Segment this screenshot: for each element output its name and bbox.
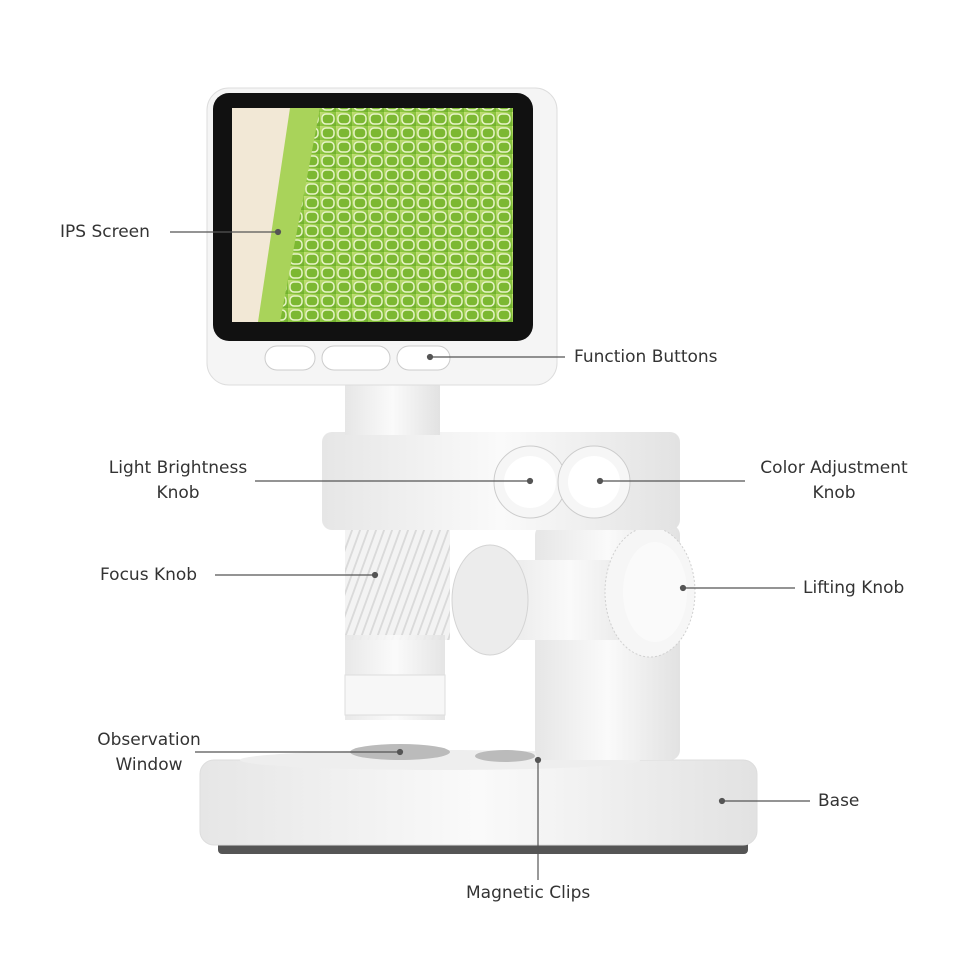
lifting-knob	[451, 526, 696, 658]
label-color-adjustment-knob: Color Adjustment Knob	[748, 456, 920, 506]
label-focus-knob: Focus Knob	[100, 565, 198, 585]
ips-screen	[206, 87, 558, 386]
label-lifting-knob: Lifting Knob	[803, 578, 905, 598]
label-line-2: Knob	[812, 483, 856, 503]
label-line-2: Knob	[156, 483, 200, 503]
label-function-buttons: Function Buttons	[574, 347, 718, 367]
label-ips-screen: IPS Screen	[60, 222, 150, 242]
label-light-brightness-knob: Light Brightness Knob	[98, 456, 258, 506]
label-line-1: Light Brightness	[108, 458, 248, 478]
label-magnetic-clips: Magnetic Clips	[466, 883, 591, 903]
neck	[345, 380, 440, 435]
function-buttons	[264, 345, 451, 371]
focus-knob	[344, 525, 450, 720]
label-base: Base	[818, 791, 860, 811]
label-line-1: Observation	[97, 730, 201, 750]
leader-lines	[170, 228, 810, 880]
base	[199, 750, 758, 854]
color-adjustment-knob	[557, 445, 631, 519]
label-line-2: Window	[115, 755, 183, 775]
label-observation-window: Observation Window	[86, 728, 212, 778]
label-line-1: Color Adjustment	[760, 458, 908, 478]
